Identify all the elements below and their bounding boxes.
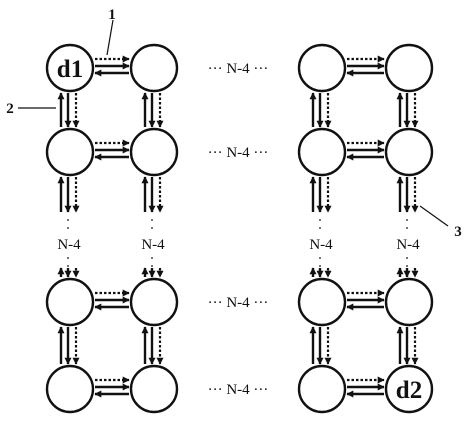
node-r0-c2 [297, 43, 347, 93]
ellipsis-dot-upper-c2-0 [319, 219, 321, 221]
ellipsis-dot-lower-c1-1 [151, 265, 153, 267]
ellipsis-horizontal-r0: ··· N-4 ··· [208, 61, 269, 77]
node-r1-c2 [297, 127, 347, 177]
ellipsis-dot-upper-c0-0 [67, 219, 69, 221]
ellipsis-dot-lower-c3-0 [406, 257, 408, 259]
nodes-layer: d1 d2 [45, 43, 434, 414]
ellipsis-dot-lower-c3-1 [406, 265, 408, 267]
ellipsis-dot-upper-c2-1 [319, 227, 321, 229]
node-r0-c3 [384, 43, 434, 93]
ellipsis-horizontal-r1: ··· N-4 ··· [208, 145, 269, 161]
ellipsis-dot-lower-c0-0 [67, 257, 69, 259]
node-r2-c2 [297, 277, 347, 327]
node-r1-c0 [45, 127, 95, 177]
ellipsis-dot-upper-c3-0 [406, 219, 408, 221]
ellipsis-dot-upper-c1-1 [151, 227, 153, 229]
callout-1-label: 1 [108, 7, 116, 23]
node-r3-c3 [384, 364, 434, 414]
ellipsis-vertical-c0: N-4 [57, 237, 81, 253]
ellipsis-vertical-c3: N-4 [396, 237, 420, 253]
ellipsis-vertical-c1: N-4 [141, 237, 165, 253]
ellipsis-horizontal-r3: ··· N-4 ··· [208, 382, 269, 398]
links-layer [57, 55, 419, 398]
ellipsis-layer: ··· N-4 ··· ··· N-4 ··· ··· N-4 ··· ··· N-4… [57, 61, 420, 398]
ellipsis-dot-upper-c1-0 [151, 219, 153, 221]
node-r2-c3 [384, 277, 434, 327]
callout-3-label: 3 [454, 224, 462, 240]
node-label-d1: d1 [57, 56, 83, 83]
callout-2: 2 [6, 101, 56, 117]
ellipsis-dot-lower-c2-0 [319, 257, 321, 259]
callout-2-label: 2 [6, 101, 14, 117]
ellipsis-vertical-c2: N-4 [309, 237, 333, 253]
node-r3-c0 [45, 364, 95, 414]
callout-1: 1 [106, 7, 116, 56]
ellipsis-dot-lower-c2-1 [319, 265, 321, 267]
node-r2-c0 [45, 277, 95, 327]
ellipsis-dot-upper-c0-1 [67, 227, 69, 229]
ellipsis-horizontal-r2: ··· N-4 ··· [208, 295, 269, 311]
node-r1-c3 [384, 127, 434, 177]
callout-3: 3 [419, 205, 462, 240]
node-label-d2: d2 [396, 377, 422, 404]
ellipsis-dot-lower-c1-0 [151, 257, 153, 259]
node-r1-c1 [129, 127, 179, 177]
node-r3-c1 [129, 364, 179, 414]
ellipsis-dot-upper-c3-1 [406, 227, 408, 229]
ellipsis-dot-lower-c0-1 [67, 265, 69, 267]
node-r0-c0 [45, 43, 95, 93]
node-r2-c1 [129, 277, 179, 327]
node-r0-c1 [129, 43, 179, 93]
node-r3-c2 [297, 364, 347, 414]
